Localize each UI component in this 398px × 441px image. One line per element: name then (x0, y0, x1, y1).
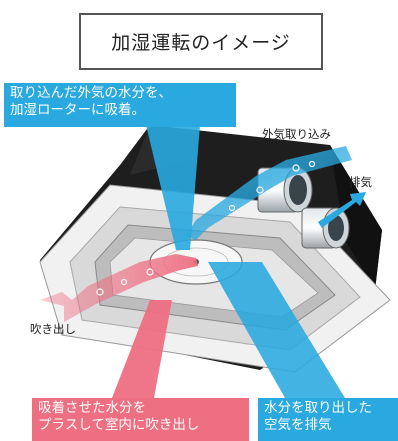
rotor-adsorption-callout: 取り込んだ外気の水分を、 加湿ローターに吸着。 (4, 83, 236, 127)
humidified-outflow-callout: 吸着させた水分を プラスして室内に吹き出し (32, 398, 249, 441)
humidified-outflow-arrow (40, 254, 198, 322)
bottom-right-callout-pointer (208, 262, 345, 398)
top-callout-pointer (146, 125, 200, 250)
diagram-title: 加湿運転のイメージ (79, 13, 323, 70)
exhaust-label: 排気 (349, 175, 372, 189)
exhaust-air-callout: 水分を取り出した 空気を排気 (258, 398, 398, 441)
bottom-left-callout-pointer (112, 300, 172, 398)
outflow-label: 吹き出し (30, 322, 76, 336)
intake-label: 外気取り込み (262, 127, 331, 141)
intake-airflow-arrow (186, 146, 352, 240)
exhaust-airflow-arrow (318, 192, 366, 228)
exhaust-duct (301, 207, 350, 249)
